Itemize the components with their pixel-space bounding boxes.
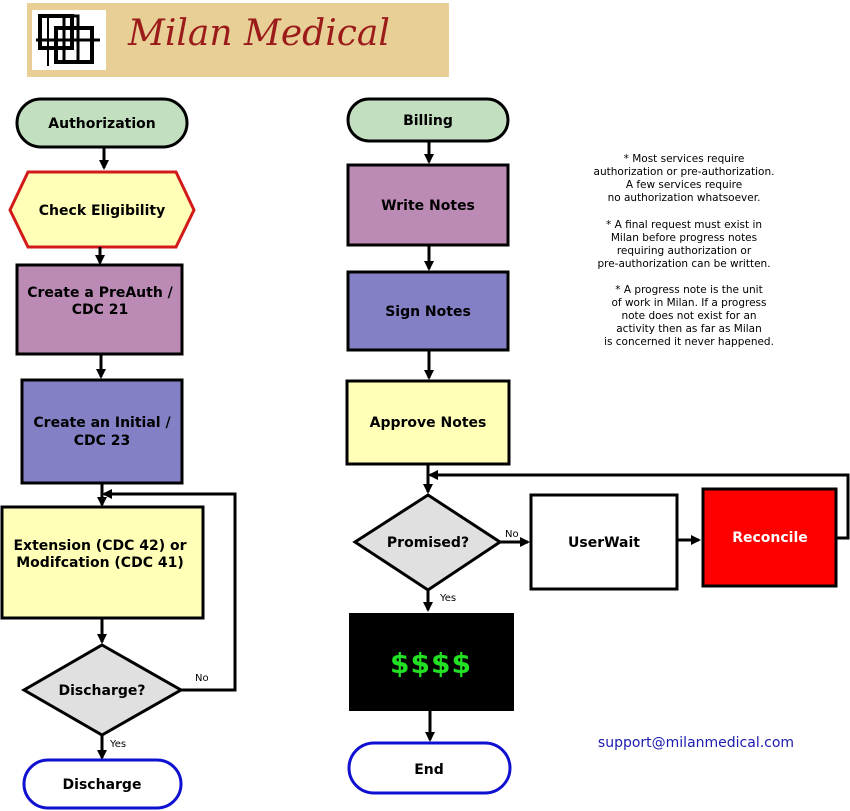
note-1-line-3: A few services require <box>626 179 742 191</box>
check-eligibility-label: Check Eligibility <box>39 203 165 219</box>
initial-label-line-1: Create an Initial / <box>33 415 171 431</box>
brand-name: Milan Medical <box>127 13 390 54</box>
preauth-label-line-2: CDC 21 <box>72 302 129 318</box>
check-eligibility-node: Check Eligibility <box>8 170 196 249</box>
reconcile-node: Reconcile <box>701 487 838 588</box>
note-1-line-1: * Most services require <box>624 153 745 165</box>
arrow-reconcile-loop <box>428 470 850 540</box>
create-preauth-node: Create a PreAuth / CDC 21 <box>15 263 184 356</box>
payment-node: $$$$ <box>349 613 514 711</box>
logo-banner: Milan Medical <box>27 3 449 77</box>
support-email-link[interactable]: support@milanmedical.com <box>598 735 794 751</box>
logo-icon <box>32 10 106 70</box>
billing-end-label: End <box>414 762 444 778</box>
note-2-line-2: Milan before progress notes <box>611 232 757 244</box>
billing-label: Billing <box>403 113 453 129</box>
promised-decision-node: Promised? <box>352 493 503 592</box>
note-1-line-2: authorization or pre-authorization. <box>594 166 775 178</box>
promised-yes-label: Yes <box>439 593 456 604</box>
approve-notes-node: Approve Notes <box>345 379 511 466</box>
note-3-line-1: * A progress note is the unit <box>615 284 762 296</box>
write-notes-label: Write Notes <box>381 198 475 214</box>
approve-notes-label: Approve Notes <box>370 415 487 431</box>
promised-no-label: No <box>505 529 519 540</box>
arrow-discharge-no-loop <box>102 489 237 692</box>
userwait-label: UserWait <box>568 535 640 551</box>
note-2-line-4: pre-authorization can be written. <box>597 258 770 270</box>
payment-label: $$$$ <box>390 647 472 680</box>
discharge-no-label: No <box>195 673 209 684</box>
note-2-line-1: * A final request must exist in <box>606 219 762 231</box>
note-block-3: * A progress note is the unit of work in… <box>604 284 774 348</box>
note-block-1: * Most services require authorization or… <box>594 153 775 204</box>
note-3-line-3: note does not exist for an <box>621 310 756 322</box>
authorization-start-node: Authorization <box>15 97 189 149</box>
note-3-line-4: activity then as far as Milan <box>616 323 762 335</box>
discharge-decision-node: Discharge? <box>20 643 185 737</box>
sign-notes-label: Sign Notes <box>385 304 471 320</box>
preauth-label-line-1: Create a PreAuth / <box>27 285 173 301</box>
extension-label-line-2: Modifcation (CDC 41) <box>16 555 183 571</box>
authorization-label: Authorization <box>48 116 155 132</box>
promised-decision-label: Promised? <box>387 535 469 551</box>
discharge-end-label: Discharge <box>63 777 142 793</box>
reconcile-label: Reconcile <box>732 530 808 546</box>
initial-label-line-2: CDC 23 <box>74 433 131 449</box>
write-notes-node: Write Notes <box>346 163 510 247</box>
create-initial-node: Create an Initial / CDC 23 <box>20 378 184 485</box>
billing-end-node: End <box>347 741 512 795</box>
discharge-decision-label: Discharge? <box>58 683 145 699</box>
discharge-yes-label: Yes <box>109 739 126 750</box>
note-2-line-3: requiring authorization or <box>617 245 752 257</box>
note-3-line-5: is concerned it never happened. <box>604 336 774 348</box>
discharge-end-node: Discharge <box>22 758 183 810</box>
sign-notes-node: Sign Notes <box>346 270 510 352</box>
billing-start-node: Billing <box>346 97 510 143</box>
note-block-2: * A final request must exist in Milan be… <box>597 219 770 270</box>
note-1-line-4: no authorization whatsoever. <box>608 192 761 204</box>
note-3-line-2: of work in Milan. If a progress <box>611 297 766 309</box>
extension-label-line-1: Extension (CDC 42) or <box>13 538 186 554</box>
userwait-node: UserWait <box>529 493 679 591</box>
extension-node: Extension (CDC 42) or Modifcation (CDC 4… <box>0 505 205 620</box>
